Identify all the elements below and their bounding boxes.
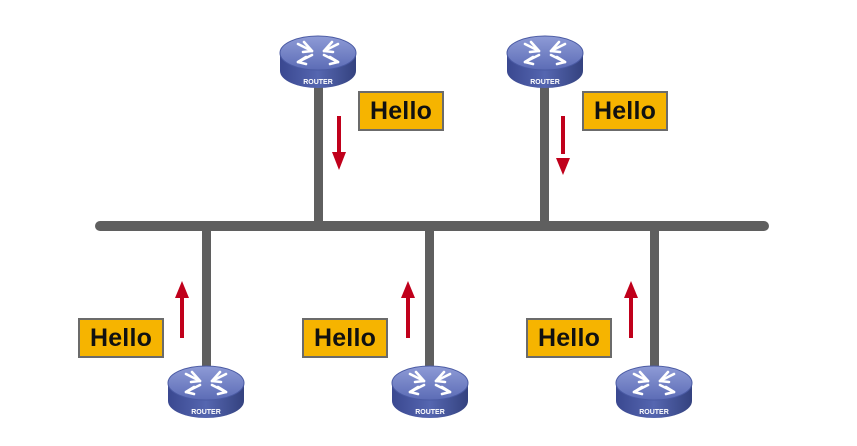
drop-line-top-2 xyxy=(540,75,549,227)
hello-message-bottom-1: Hello xyxy=(78,318,164,358)
drop-line-top-1 xyxy=(314,75,323,227)
router-bottom-3: ROUTER xyxy=(614,364,694,420)
router-label: ROUTER xyxy=(639,409,669,416)
hello-message-top-1: Hello xyxy=(358,91,444,131)
arrow-up-icon xyxy=(624,281,638,338)
arrow-up-icon xyxy=(175,281,189,338)
arrow-down-icon xyxy=(556,116,570,175)
router-label: ROUTER xyxy=(191,409,221,416)
drop-line-bottom-1 xyxy=(202,226,211,378)
router-bottom-2: ROUTER xyxy=(390,364,470,420)
router-top-2: ROUTER xyxy=(505,34,585,90)
router-bottom-1: ROUTER xyxy=(166,364,246,420)
drop-line-bottom-2 xyxy=(425,226,434,378)
hello-message-bottom-2: Hello xyxy=(302,318,388,358)
arrow-up-icon xyxy=(401,281,415,338)
drop-line-bottom-3 xyxy=(650,226,659,378)
router-top-1: ROUTER xyxy=(278,34,358,90)
router-label: ROUTER xyxy=(303,79,333,86)
hello-message-top-2: Hello xyxy=(582,91,668,131)
router-label: ROUTER xyxy=(415,409,445,416)
router-label: ROUTER xyxy=(530,79,560,86)
hello-message-bottom-3: Hello xyxy=(526,318,612,358)
arrow-down-icon xyxy=(332,116,346,170)
